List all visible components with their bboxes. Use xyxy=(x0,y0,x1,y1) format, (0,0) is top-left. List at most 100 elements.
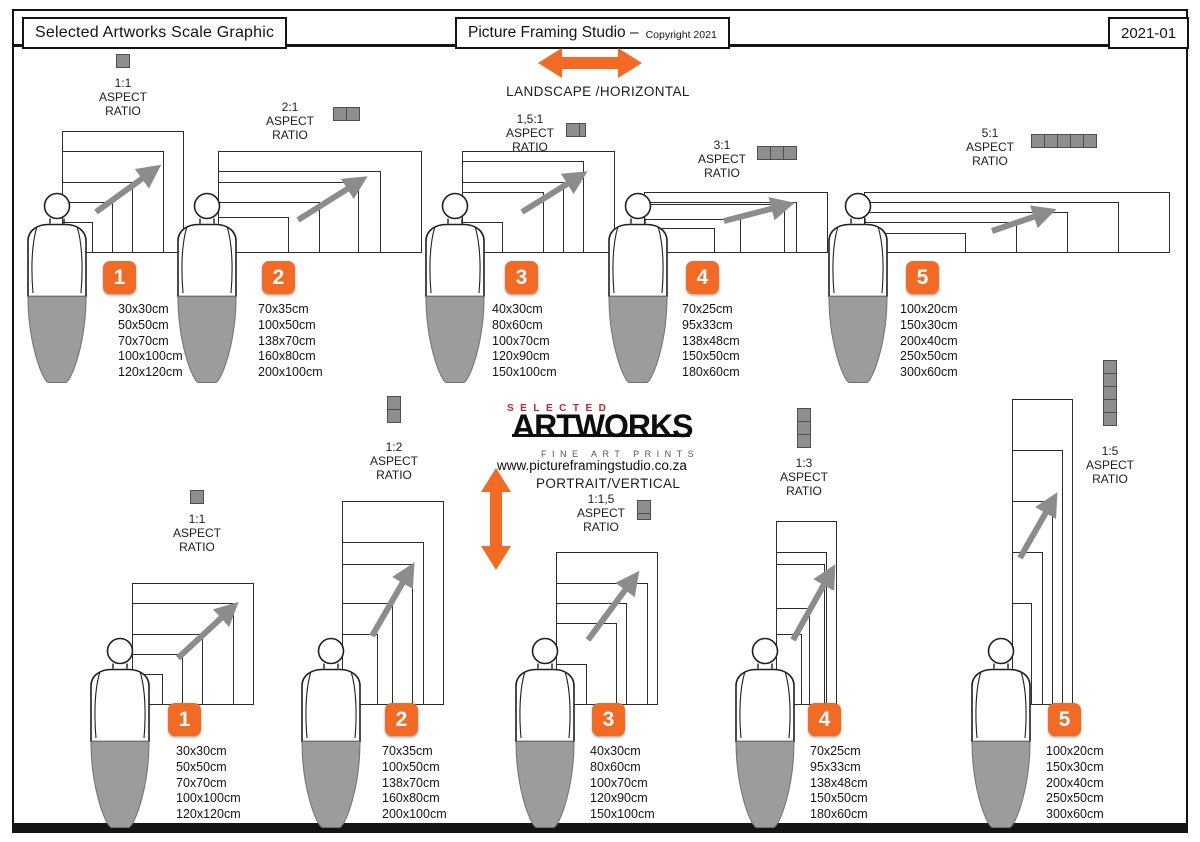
person-figure xyxy=(962,637,1040,829)
size-item: 150x100cm xyxy=(492,365,557,380)
person-figure xyxy=(81,637,159,829)
size-item: 30x30cm xyxy=(118,302,169,316)
person-figure xyxy=(416,192,494,384)
person-figure xyxy=(292,637,370,829)
aspect-word: ASPECT xyxy=(965,140,1014,154)
group-number-badge: 2 xyxy=(385,703,418,736)
aspect-ratio-value: 1:1,5 xyxy=(587,492,615,506)
size-item: 150x50cm xyxy=(682,349,740,364)
group-number-badge: 5 xyxy=(906,261,939,294)
aspect-icon-cell xyxy=(1103,373,1117,387)
aspect-word: ASPECT xyxy=(779,470,828,484)
logo-tagline-text: FINE ART PRINTS xyxy=(541,449,700,459)
size-item: 180x60cm xyxy=(682,365,740,380)
aspect-icon-cell xyxy=(579,123,586,137)
size-item: 200x100cm xyxy=(382,807,447,822)
aspect-word: ASPECT xyxy=(369,454,418,468)
group-number-badge: 4 xyxy=(808,703,841,736)
size-item: 80x60cm xyxy=(492,317,543,332)
size-item: 100x50cm xyxy=(382,759,440,774)
aspect-ratio-icon xyxy=(637,500,651,520)
aspect-icon-cell xyxy=(797,434,811,448)
aspect-icon-cell xyxy=(1103,399,1117,413)
size-item: 95x33cm xyxy=(810,759,861,774)
size-item: 100x20cm xyxy=(900,302,958,316)
portrait-direction-arrow-icon xyxy=(481,468,511,570)
ratio-word: RATIO xyxy=(786,484,822,498)
size-item: 70x35cm xyxy=(382,744,433,758)
aspect-icon-cell xyxy=(757,146,771,160)
size-item: 50x50cm xyxy=(176,759,227,774)
ratio-word: RATIO xyxy=(376,468,412,482)
aspect-icon-cell xyxy=(797,421,811,435)
person-figure xyxy=(18,192,96,384)
size-item: 100x100cm xyxy=(176,791,241,806)
aspect-ratio-value: 1:1 xyxy=(114,76,132,90)
studio-title-box: Picture Framing Studio – Copyright 2021 xyxy=(455,17,730,49)
size-item: 70x25cm xyxy=(810,744,861,758)
aspect-icon-cell xyxy=(116,54,130,68)
aspect-icon-cell xyxy=(637,500,651,514)
aspect-icon-cell xyxy=(1083,134,1097,148)
aspect-ratio-value: 1:5 xyxy=(1101,444,1119,458)
ratio-word: RATIO xyxy=(105,104,141,118)
aspect-word: ASPECT xyxy=(98,90,147,104)
group-number-badge: 2 xyxy=(262,261,295,294)
group-number-badge: 4 xyxy=(686,261,719,294)
aspect-ratio-value: 2:1 xyxy=(281,100,299,114)
group-number-badge: 5 xyxy=(1048,703,1081,736)
logo-strike-line xyxy=(512,434,690,437)
size-item: 100x100cm xyxy=(118,349,183,364)
group-number-badge: 3 xyxy=(505,261,538,294)
size-item: 150x30cm xyxy=(900,317,958,332)
aspect-ratio-icon xyxy=(797,408,811,448)
frame-rect xyxy=(776,521,838,705)
size-item: 40x30cm xyxy=(590,744,641,758)
landscape-direction-arrow-icon xyxy=(538,48,642,78)
aspect-icon-cell xyxy=(346,107,360,121)
person-figure xyxy=(168,192,246,384)
aspect-ratio-value: 1:3 xyxy=(795,456,813,470)
aspect-ratio-icon xyxy=(333,107,360,121)
size-item: 120x90cm xyxy=(590,791,648,806)
aspect-icon-cell xyxy=(1103,412,1117,426)
group-number-badge: 1 xyxy=(103,261,136,294)
size-item: 70x25cm xyxy=(682,302,733,316)
size-item: 138x70cm xyxy=(382,775,440,790)
aspect-ratio-value: 5:1 xyxy=(981,126,999,140)
aspect-icon-cell xyxy=(1044,134,1058,148)
aspect-word: ASPECT xyxy=(1085,458,1134,472)
frame-rect xyxy=(1012,399,1074,705)
size-item: 250x50cm xyxy=(1046,791,1104,806)
size-item: 120x120cm xyxy=(176,807,241,822)
aspect-ratio-value: 1,5:1 xyxy=(516,112,544,126)
aspect-icon-cell xyxy=(797,408,811,422)
landscape-orientation-label: LANDSCAPE /HORIZONTAL xyxy=(506,84,690,99)
aspect-icon-cell xyxy=(1031,134,1045,148)
logo-selected-text: SELECTED xyxy=(507,403,613,414)
portrait-orientation-label: PORTRAIT/VERTICAL xyxy=(536,476,681,491)
size-item: 120x90cm xyxy=(492,349,550,364)
aspect-word: ASPECT xyxy=(697,152,746,166)
aspect-ratio-value: 1:1 xyxy=(188,512,206,526)
person-figure xyxy=(726,637,804,829)
size-item: 160x80cm xyxy=(258,349,316,364)
aspect-word: ASPECT xyxy=(505,126,554,140)
size-item: 200x100cm xyxy=(258,365,323,380)
size-item: 100x50cm xyxy=(258,317,316,332)
aspect-icon-cell xyxy=(387,396,401,410)
size-item: 180x60cm xyxy=(810,807,868,822)
size-item: 70x70cm xyxy=(176,775,227,790)
studio-name: Picture Framing Studio – xyxy=(468,24,639,41)
